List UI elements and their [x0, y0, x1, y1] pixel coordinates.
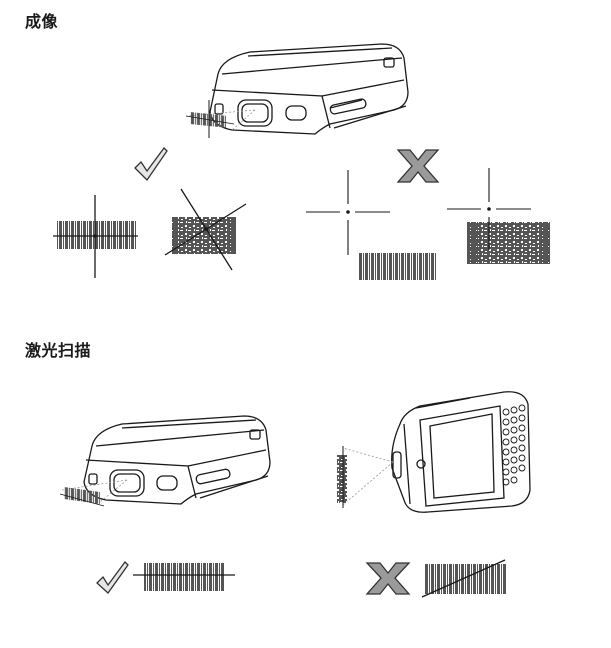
imager-device-illustration — [209, 43, 409, 135]
correct-linear-barcode-example — [53, 195, 138, 278]
section-title-laser: 激光扫描 — [25, 341, 92, 360]
laser-right-target-barcode — [337, 446, 347, 508]
check-mark-icon — [134, 147, 168, 182]
correct-2d-barcode-example — [164, 188, 247, 271]
laser-right-projection — [342, 447, 394, 506]
laser-x-mark-icon — [365, 562, 411, 595]
laser-device-side-illustration — [391, 391, 531, 513]
laser-left-projection — [61, 479, 128, 503]
laser-check-mark-icon — [96, 561, 129, 594]
imager-target-barcode — [185, 100, 235, 138]
laser-device-angled-illustration — [83, 415, 271, 505]
laser-correct-scan-example — [133, 563, 235, 591]
laser-incorrect-scan-example — [421, 559, 506, 598]
x-mark-icon — [396, 149, 440, 183]
incorrect-2d-barcode-example — [447, 168, 550, 264]
laser-left-target-barcode — [59, 486, 105, 507]
incorrect-linear-barcode-example — [306, 170, 437, 280]
section-title-imaging: 成像 — [25, 12, 59, 31]
